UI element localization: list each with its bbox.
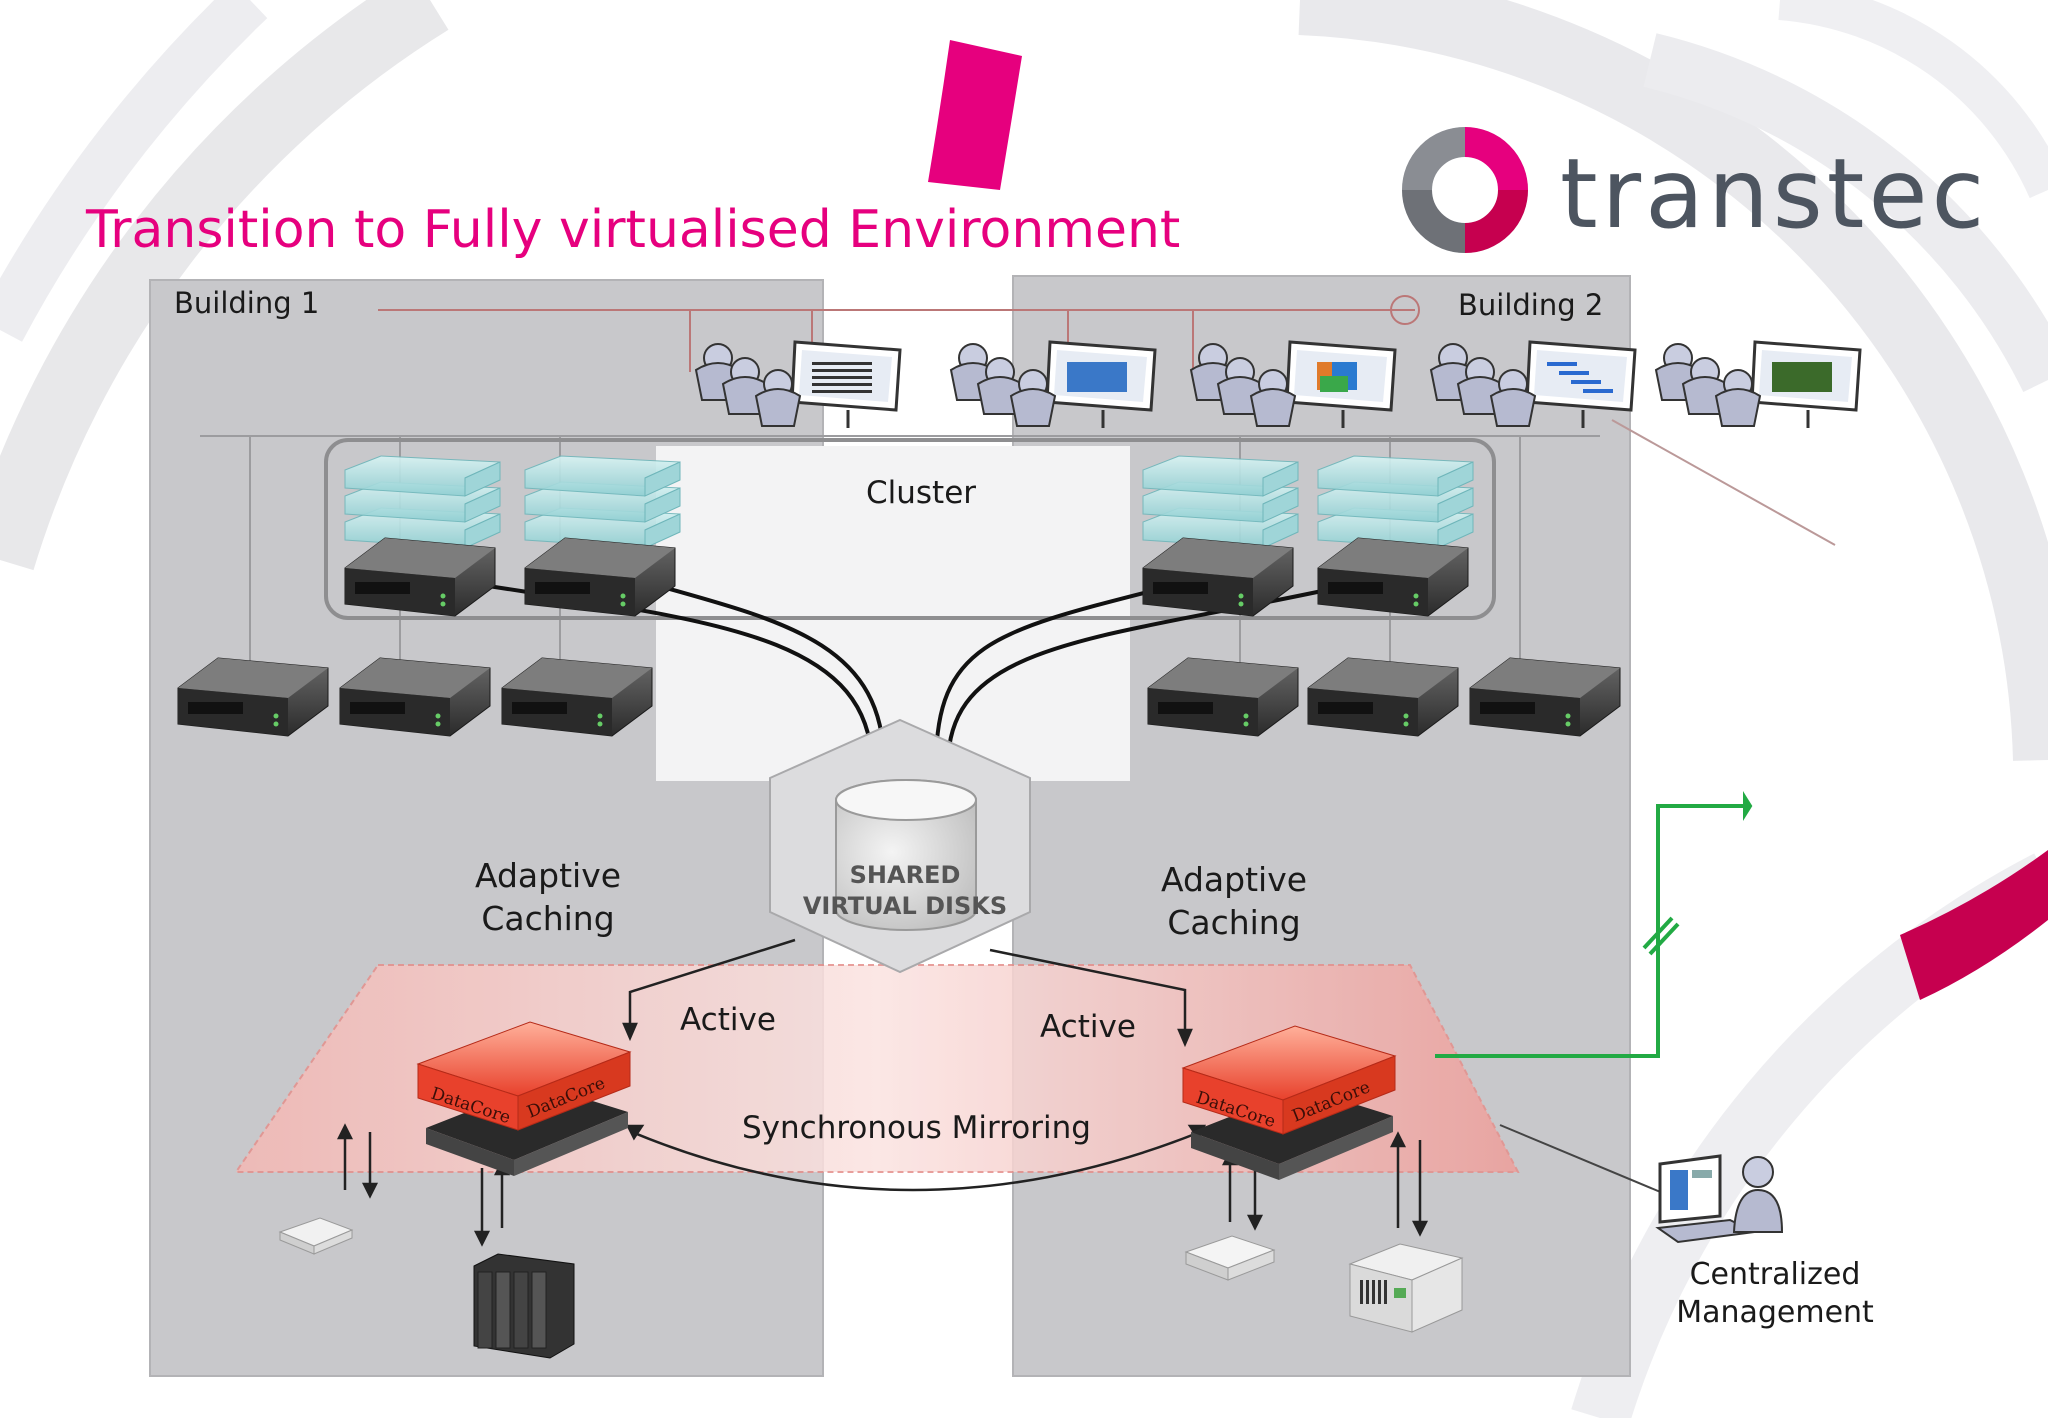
disk-icon — [278, 1217, 354, 1255]
cluster-node-icon — [1317, 455, 1474, 617]
management-line1: Centralized — [1689, 1257, 1861, 1292]
server-icon — [1469, 657, 1621, 737]
user-group-icon — [1654, 340, 1862, 428]
accent-arc-top — [928, 40, 1022, 190]
page-title: Transition to Fully virtualised Environm… — [86, 200, 1181, 260]
user-groups — [694, 340, 1862, 428]
server-icon — [177, 657, 329, 737]
user-group-icon — [1189, 340, 1397, 428]
mirroring-label: Synchronous Mirroring — [742, 1110, 1091, 1146]
server-icon — [339, 657, 491, 737]
accent-arc-right — [1900, 850, 2048, 1000]
active-left-label: Active — [680, 1002, 776, 1038]
transtec-logo-icon — [1402, 127, 1528, 253]
storage-devices — [278, 1217, 1464, 1359]
management-line2: Management — [1676, 1295, 1874, 1330]
brand-name: transtec — [1560, 138, 1989, 250]
adaptive-caching-right: Adaptive Caching — [1134, 858, 1334, 944]
shared-virtual-disks-label: SHARED VIRTUAL DISKS — [790, 860, 1020, 922]
server-icon — [501, 657, 653, 737]
building-2-label: Building 2 — [1458, 288, 1604, 322]
cluster-box — [324, 438, 1496, 620]
shared-disks-line2: VIRTUAL DISKS — [802, 892, 1008, 920]
cluster-server-icon — [1142, 537, 1294, 617]
cluster-server-icon — [1317, 537, 1469, 617]
storage-box-icon — [1348, 1243, 1464, 1333]
user-group-icon — [949, 340, 1157, 428]
cluster-node-icon — [524, 455, 681, 617]
disk-icon — [1184, 1235, 1276, 1281]
user-group-icon — [694, 340, 902, 428]
cluster-node-icon — [1142, 455, 1299, 617]
server-icon — [1307, 657, 1459, 737]
building-1-label: Building 1 — [174, 286, 320, 320]
cluster-server-icon — [344, 537, 496, 617]
adaptive-caching-left-line1: Adaptive — [474, 856, 622, 895]
shared-virtual-disks-icon — [769, 718, 1031, 974]
cluster-nodes — [344, 455, 1474, 617]
active-right-label: Active — [1040, 1009, 1136, 1045]
external-link-arrow — [1435, 791, 1753, 1058]
storage-rack-icon — [473, 1253, 575, 1359]
centralized-management-label: Centralized Management — [1640, 1256, 1910, 1332]
adaptive-caching-right-line1: Adaptive — [1160, 860, 1308, 899]
shared-disks-line1: SHARED — [849, 861, 961, 889]
adaptive-caching-right-line2: Caching — [1167, 903, 1301, 942]
user-group-icon — [1429, 340, 1637, 428]
server-icon — [1147, 657, 1299, 737]
adaptive-caching-left-line2: Caching — [481, 899, 615, 938]
cluster-node-icon — [344, 455, 501, 617]
cluster-server-icon — [524, 537, 676, 617]
servers — [177, 657, 1621, 737]
admin-workstation-icon — [1655, 1154, 1784, 1244]
adaptive-caching-left: Adaptive Caching — [448, 854, 648, 940]
cluster-label: Cluster — [866, 475, 977, 511]
